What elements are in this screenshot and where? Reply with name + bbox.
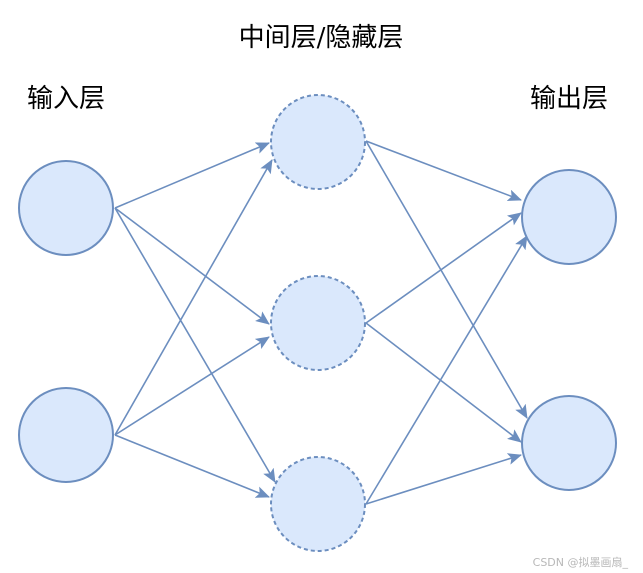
edge-hidden1-output1	[365, 140, 522, 201]
output-layer	[521, 169, 617, 491]
hidden-node-2	[270, 275, 366, 371]
edge-input1-hidden1	[114, 142, 270, 209]
hidden-node-1	[270, 94, 366, 190]
edge-input1-hidden3	[114, 207, 276, 483]
edge-input2-hidden1	[114, 159, 273, 436]
output-node-1	[521, 169, 617, 265]
edge-hidden3-output1	[365, 235, 528, 505]
input-to-hidden-connections	[114, 142, 276, 498]
output-layer-label: 输出层	[530, 84, 608, 114]
hidden-layer	[270, 94, 366, 552]
hidden-to-output-connections	[365, 140, 528, 505]
edge-hidden2-output2	[365, 322, 522, 443]
input-layer-label: 输入层	[27, 84, 105, 114]
input-layer	[18, 160, 114, 483]
edge-input2-hidden3	[114, 434, 270, 498]
edge-hidden3-output2	[365, 453, 522, 505]
input-node-1	[18, 160, 114, 256]
csdn-watermark: CSDN @拟墨画扇_	[533, 555, 629, 569]
edge-input1-hidden2	[114, 207, 270, 325]
output-node-2	[521, 395, 617, 491]
edge-hidden2-output1	[365, 212, 522, 324]
hidden-layer-label: 中间层/隐藏层	[239, 23, 404, 53]
edge-input2-hidden2	[114, 336, 270, 436]
hidden-node-3	[270, 456, 366, 552]
input-node-2	[18, 387, 114, 483]
edge-hidden1-output2	[365, 140, 528, 419]
